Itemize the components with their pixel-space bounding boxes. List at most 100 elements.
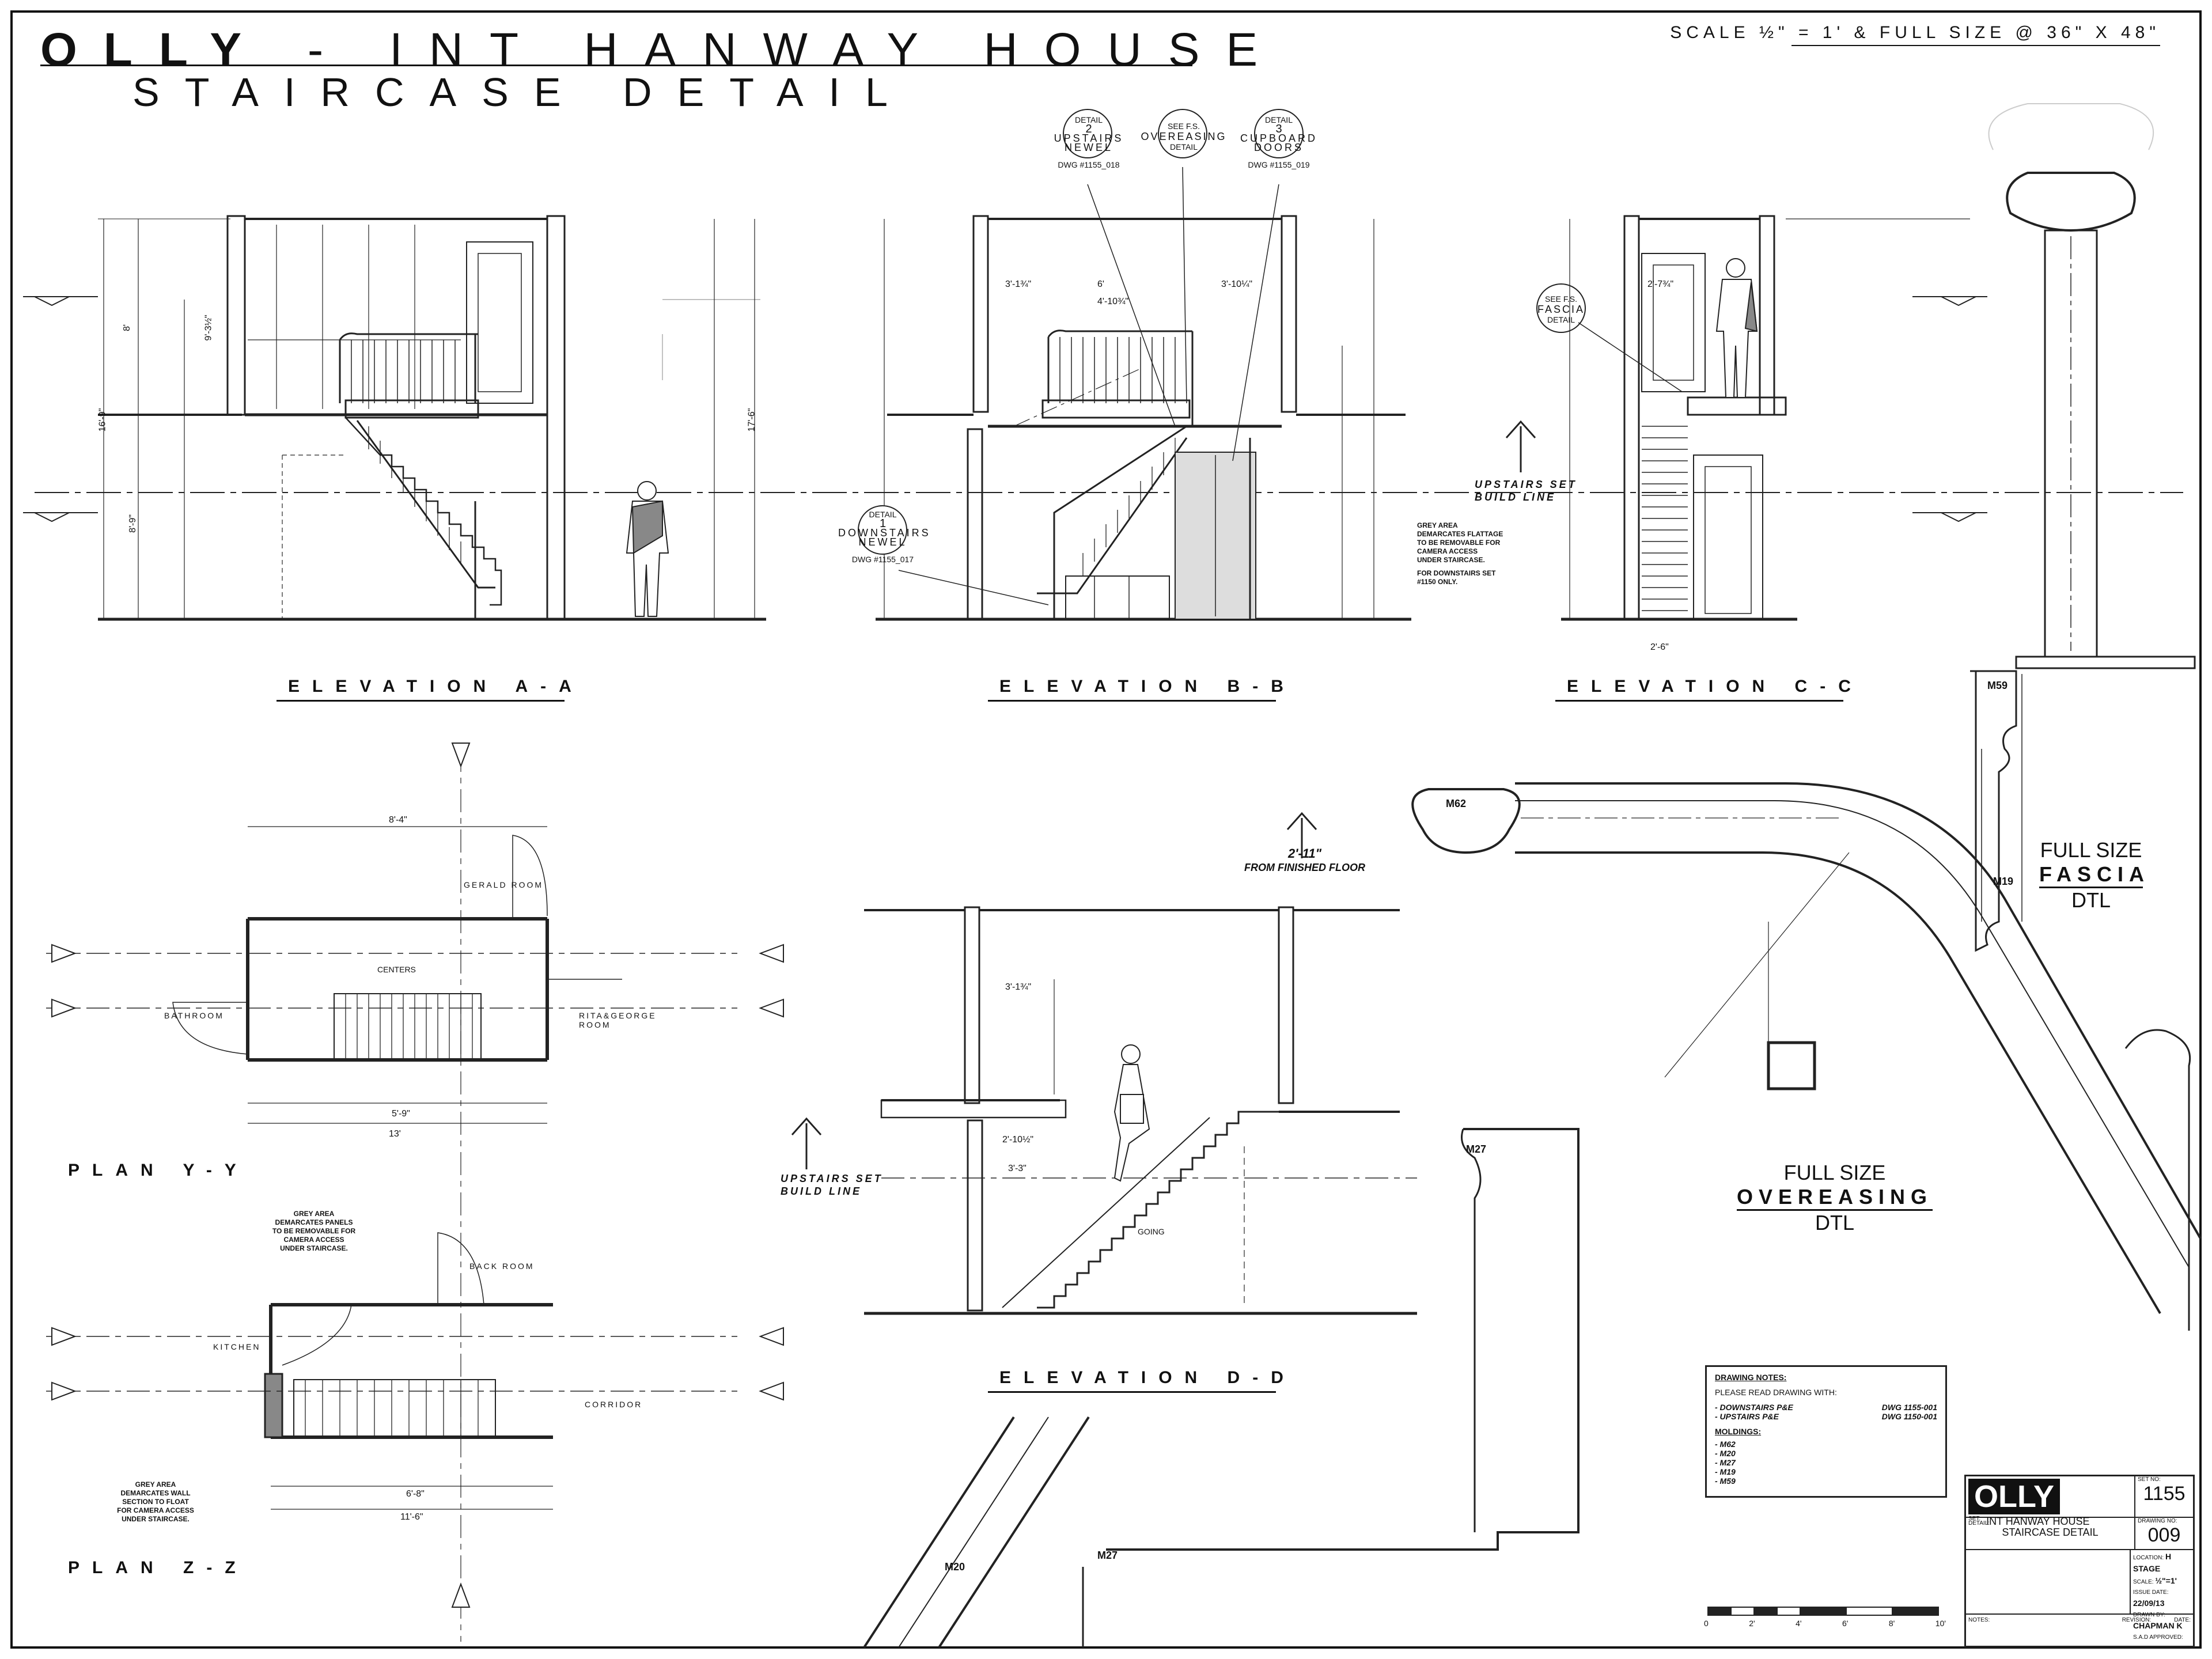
overeasing-text: OVEREASING [1737, 1185, 1933, 1211]
callout-number: 3 [1275, 123, 1282, 135]
molding-item: - M19 [1715, 1467, 1736, 1476]
plan-z-z [46, 1232, 737, 1510]
ref-name: - DOWNSTAIRS P&E [1715, 1403, 1793, 1412]
ref-dwg: DWG 1155-001 [1881, 1403, 1937, 1412]
callout-number: 2 [1085, 123, 1092, 135]
room-corridor: CORRIDOR [585, 1400, 643, 1409]
department-grid [1966, 1550, 2130, 1613]
callout-dwg: DWG #1155_019 [1248, 160, 1310, 169]
plan-z-z-label: PLAN Z-Z [68, 1558, 248, 1577]
scale-tick: 2' [1749, 1619, 1755, 1628]
show-name: OLLY [40, 24, 268, 76]
date-label: DATE: [2174, 1617, 2191, 1623]
elevation-c-c-label: ELEVATION C-C [1567, 677, 1863, 696]
detail-value: STAIRCASE DETAIL [2002, 1527, 2099, 1538]
upstairs-set-text: UPSTAIRS SET [781, 1173, 883, 1184]
room-back: BACK ROOM [469, 1262, 535, 1271]
room-gerald: GERALD ROOM [464, 880, 544, 889]
figure-silhouette-c [1715, 258, 1758, 398]
dim-b-top: 6' [1097, 279, 1104, 289]
fascia-text: FASCIA [2039, 862, 2144, 888]
notes-ref-row: - DOWNSTAIRS P&E DWG 1155-001 [1715, 1403, 1937, 1412]
upstairs-set-arrows [791, 420, 1536, 1169]
issue-value: 22/09/13 [2133, 1599, 2165, 1608]
moldings-heading: MOLDINGS: [1715, 1427, 1762, 1436]
location-label: LOCATION: [2133, 1555, 2164, 1561]
set-no-label: SET NO: [2138, 1476, 2161, 1483]
title-block-left: OLLY SET:INT HANWAY HOUSE [1966, 1476, 2134, 1527]
drawn-label: DRAWN BY: [2133, 1612, 2165, 1618]
drawing-no-label: DRAWING NO: [2138, 1518, 2177, 1524]
set-name: - INT HANWAY HOUSE [268, 24, 1285, 76]
dim-a-right: 17'-6" [747, 408, 757, 432]
callout-label: DETAIL [869, 510, 897, 519]
dim-c-bottom: 2'-6" [1650, 642, 1669, 652]
title-block-row2: DETAIL: STAIRCASE DETAIL DRAWING NO: 009 [1966, 1518, 2193, 1550]
notes-intro: PLEASE READ DRAWING WITH: [1715, 1388, 1837, 1397]
drawing-title: OLLY - INT HANWAY HOUSE [40, 23, 1284, 77]
location-value: H STAGE [2133, 1552, 2172, 1573]
molding-label-m62: M62 [1446, 798, 1467, 809]
elevation-d-d-underline [988, 1391, 1276, 1393]
from-finished-floor-text: FROM FINISHED FLOOR [1244, 862, 1365, 873]
scale-tick: 6' [1842, 1619, 1849, 1628]
molding-item: - M20 [1715, 1449, 1736, 1458]
dim-d-top: 3'-1¾" [1005, 982, 1032, 992]
fascia-detail [1970, 103, 2196, 952]
scale-note: SCALE ½" = 1' & FULL SIZE @ 36" X 48" [1670, 23, 2160, 42]
revision-label: REVISION: [2122, 1617, 2152, 1623]
show-logo: OLLY [1968, 1479, 2061, 1514]
full-size-text: FULL SIZE [1783, 1161, 1886, 1184]
molding-item: - M27 [1715, 1458, 1736, 1467]
callout-name: CUPBOARD DOORS [1240, 132, 1317, 153]
callout-label: DETAIL [1265, 115, 1293, 124]
elevation-a-a [35, 215, 2183, 621]
molding-label-m19: M19 [1993, 876, 2014, 887]
room-kitchen: KITCHEN [213, 1342, 261, 1351]
ref-dwg: DWG 1150-001 [1881, 1412, 1937, 1421]
drawing-notes-box: DRAWING NOTES: PLEASE READ DRAWING WITH:… [1705, 1365, 1947, 1498]
scale-bar-labels: 0 2' 4' 6' 8' 10' [1704, 1619, 1946, 1628]
floor-height-value: 2'-11" [1287, 846, 1322, 861]
dim-c-top: 2'-7¾" [1647, 279, 1674, 289]
dim-a-overall: 16'-9" [97, 408, 108, 432]
build-line-text: BUILD LINE [781, 1185, 862, 1197]
callout-dwg: DWG #1155_018 [1058, 160, 1120, 169]
title-block-header: OLLY SET:INT HANWAY HOUSE SET NO: 1155 [1966, 1476, 2193, 1527]
callout-sub: DETAIL [1170, 142, 1198, 151]
room-bathroom: BATHROOM [164, 1011, 224, 1020]
callout-overeasing: SEE F.S. OVEREASING DETAIL [1138, 121, 1230, 152]
callout-dwg: DWG #1155_017 [851, 555, 914, 564]
section-markers [51, 743, 784, 1608]
scale-tick: 4' [1796, 1619, 1802, 1628]
set-no-cell: SET NO: 1155 [2134, 1476, 2193, 1517]
floor-height-note: 2'-11" FROM FINISHED FLOOR [1244, 847, 1365, 874]
scale-underline [1791, 45, 2160, 46]
dtl-text: DTL [2071, 888, 2111, 912]
level-markers-left [23, 296, 1987, 522]
going-note: GOING [1138, 1227, 1165, 1236]
grey-area-text: GREY AREA DEMARCATES FLATTAGE TO BE REMO… [1417, 521, 1503, 564]
elevation-c-c [1561, 215, 1970, 621]
full-size-fascia-label: FULL SIZE FASCIA DTL [2039, 838, 2144, 912]
dim-plan-z-mid: 6'-8" [406, 1489, 425, 1499]
approved-label: S.A.D APPROVED: [2133, 1634, 2183, 1641]
scale-tick: 0 [1704, 1619, 1709, 1628]
notes-heading: DRAWING NOTES: [1715, 1373, 1787, 1382]
sheet-border [10, 10, 2202, 1649]
title-block: OLLY SET:INT HANWAY HOUSE SET NO: 1155 D… [1964, 1475, 2195, 1647]
title-block-footer: NOTES: REVISION: DATE: [1966, 1615, 2193, 1626]
room-rita-george: RITA&GEORGE ROOM [579, 1011, 657, 1029]
title-block-meta: LOCATION: H STAGE SCALE: ½"=1' ISSUE DAT… [2130, 1550, 2193, 1641]
elevation-a-a-underline [276, 700, 565, 702]
callout-cupboard: DETAIL 3 CUPBOARD DOORS DWG #1155_019 [1236, 115, 1322, 169]
full-size-overeasing-label: FULL SIZE OVEREASING DTL [1737, 1161, 1933, 1235]
scale-value: ½"=1' [2155, 1576, 2177, 1585]
molding-label-m59: M59 [1987, 680, 2008, 691]
notes-label: NOTES: [1968, 1617, 1990, 1623]
callout-name: FASCIA [1537, 304, 1585, 315]
callout-sub: DETAIL [1547, 315, 1575, 324]
dim-d-mid: 2'-10½" [1002, 1135, 1034, 1145]
